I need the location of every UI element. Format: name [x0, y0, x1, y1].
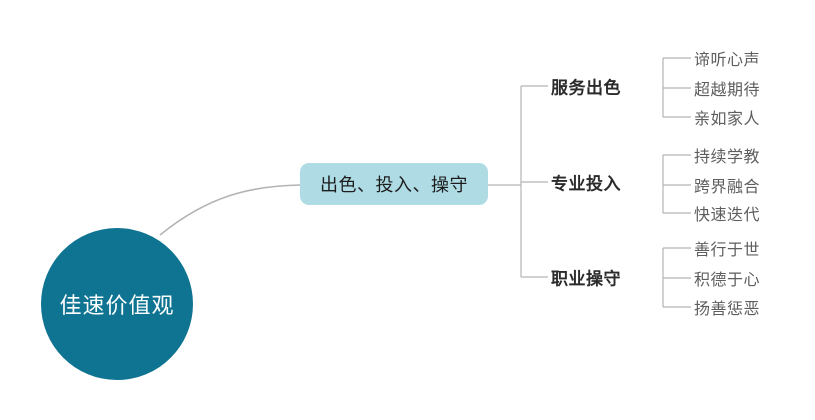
leaf-label-1-3[interactable]: 亲如家人	[694, 111, 761, 128]
leaf-label-3-2[interactable]: 积德于心	[694, 272, 761, 289]
branch-label-2[interactable]: 专业投入	[551, 174, 621, 194]
root-node[interactable]: 佳速价值观	[41, 228, 193, 380]
trunk-node-label: 出色、投入、操守	[320, 175, 468, 195]
root-to-trunk-connector	[159, 184, 301, 236]
leaf-label-1-2[interactable]: 超越期待	[694, 82, 761, 99]
trunk-node[interactable]: 出色、投入、操守	[300, 163, 488, 205]
leaf-label-2-1[interactable]: 持续学教	[694, 149, 761, 166]
leaf-label-3-1[interactable]: 善行于世	[694, 242, 761, 259]
leaf-label-2-3[interactable]: 快速迭代	[694, 207, 761, 224]
root-node-label: 佳速价值观	[59, 293, 175, 318]
leaf-label-3-3[interactable]: 扬善惩恶	[694, 301, 761, 318]
branch-label-1[interactable]: 服务出色	[551, 78, 621, 98]
leaf-label-1-1[interactable]: 谛听心声	[694, 52, 761, 69]
leaf-label-2-2[interactable]: 跨界融合	[694, 179, 761, 196]
branch-label-3[interactable]: 职业操守	[551, 269, 621, 289]
